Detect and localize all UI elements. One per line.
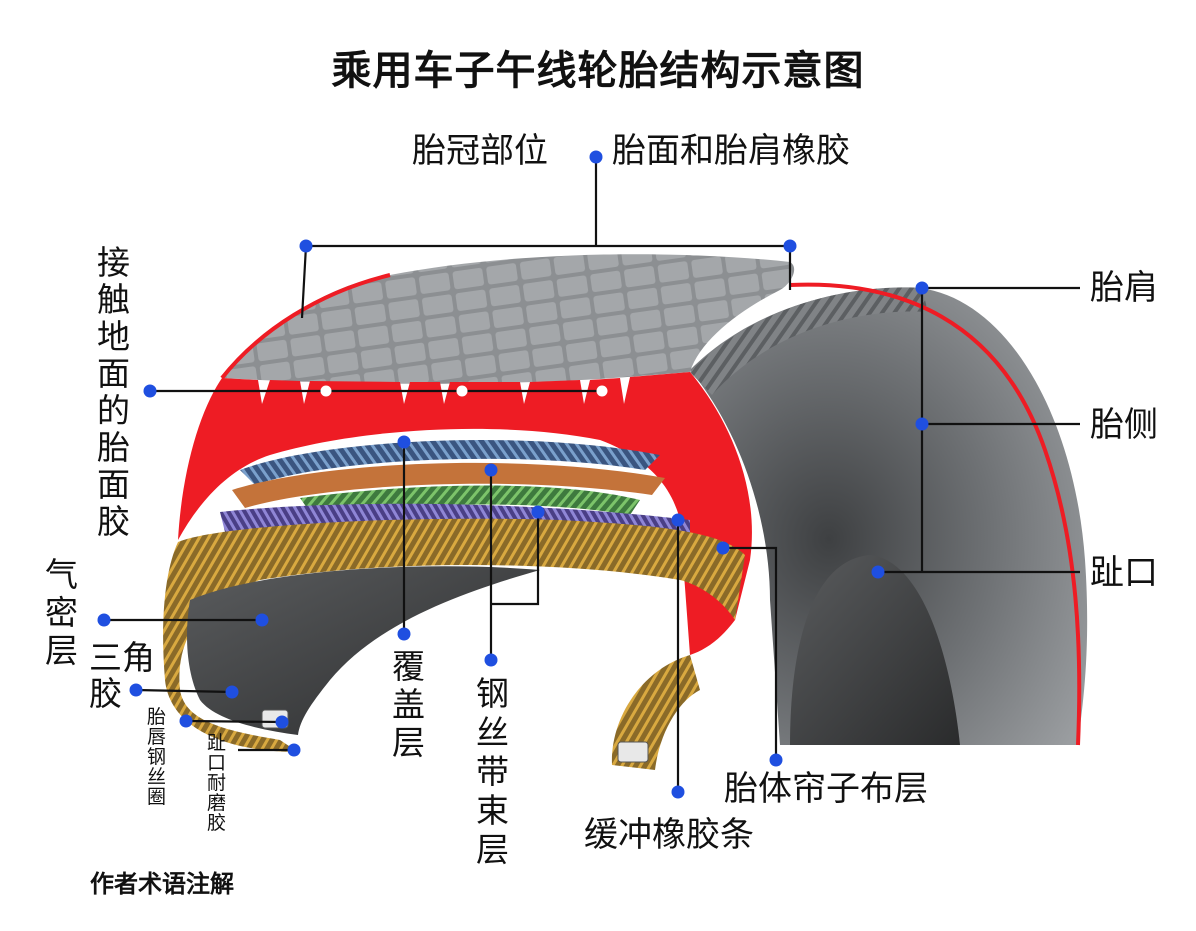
marker-contact-start: [143, 384, 157, 398]
marker-carcass-end: [769, 753, 783, 767]
label-contact-tread: 接触地面的胎面胶: [97, 243, 130, 541]
rim-opening: [790, 555, 960, 745]
marker-toe: [871, 565, 885, 579]
carcass-leader: [723, 546, 778, 760]
crown-red-edge: [220, 273, 391, 380]
marker-crown-right: [783, 239, 797, 253]
label-bead-wire: 胎唇钢丝圈: [147, 706, 167, 808]
marker-bead-wire: [275, 715, 289, 729]
label-toe-abrasion: 趾口耐磨胶: [207, 732, 227, 834]
shoulder-rib-band: [690, 287, 928, 395]
apex-leader: [135, 688, 233, 694]
cap-ply-layer: [240, 439, 660, 485]
marker-steel-belt-2: [531, 505, 545, 519]
label-apex: 三角胶: [89, 638, 155, 713]
contact-points: [320, 385, 608, 397]
marker-shoulder: [915, 281, 929, 295]
contact-point-2: [456, 385, 468, 397]
label-crown-left: 胎冠部位: [412, 131, 548, 171]
label-shoulder: 胎肩: [1090, 268, 1158, 308]
marker-inner-liner-start: [97, 613, 111, 627]
marker-bead-wire-start: [179, 714, 193, 728]
sidewall-surface: [690, 287, 1088, 745]
crown-leader: [300, 157, 792, 319]
right-bead-wire: [617, 741, 649, 763]
marker-toe-abrasion: [287, 743, 301, 757]
tread-rubber-red: [178, 372, 752, 655]
label-sidewall: 胎侧: [1090, 405, 1158, 445]
marker-cap-ply: [397, 435, 411, 449]
marker-crown-left: [299, 239, 313, 253]
marker-cap-ply-end: [397, 627, 411, 641]
tread-crown: [222, 254, 795, 384]
marker-inner-liner: [255, 613, 269, 627]
marker-apex-start: [129, 683, 143, 697]
marker-apex: [225, 685, 239, 699]
steel-belt-layer-1: [232, 462, 665, 508]
marker-cushion-end: [671, 785, 685, 799]
sidewall-red-edge: [789, 282, 1082, 746]
label-inner-liner: 气密层: [45, 555, 78, 670]
steel-belt-leader: [489, 470, 540, 660]
footer-note: 作者术语注解: [90, 870, 234, 898]
contact-point-3: [596, 385, 608, 397]
tire-body: [163, 254, 1088, 770]
diagram-title: 乘用车子午线轮胎结构示意图: [331, 48, 865, 94]
label-steel-belt: 钢丝带束层: [476, 674, 509, 869]
marker-sidewall: [915, 417, 929, 431]
bead-wire-leader: [185, 719, 283, 724]
inner-liner-layer: [187, 566, 540, 735]
label-cap-ply: 覆盖层: [392, 647, 425, 762]
carcass-ply-layer: [163, 518, 745, 752]
leader-lines: [104, 157, 1080, 792]
marker-carcass: [716, 541, 730, 555]
label-cushion-strip: 缓冲橡胶条: [584, 815, 754, 855]
contact-point-1: [320, 385, 332, 397]
label-toe: 趾口: [1090, 553, 1158, 593]
marker-crown-top: [589, 150, 603, 164]
marker-steel-belt: [484, 463, 498, 477]
label-crown-right: 胎面和胎肩橡胶: [612, 131, 850, 171]
marker-cushion: [671, 513, 685, 527]
label-carcass-ply: 胎体帘子布层: [724, 769, 928, 809]
marker-dots: [97, 150, 929, 799]
marker-steel-belt-end: [484, 653, 498, 667]
